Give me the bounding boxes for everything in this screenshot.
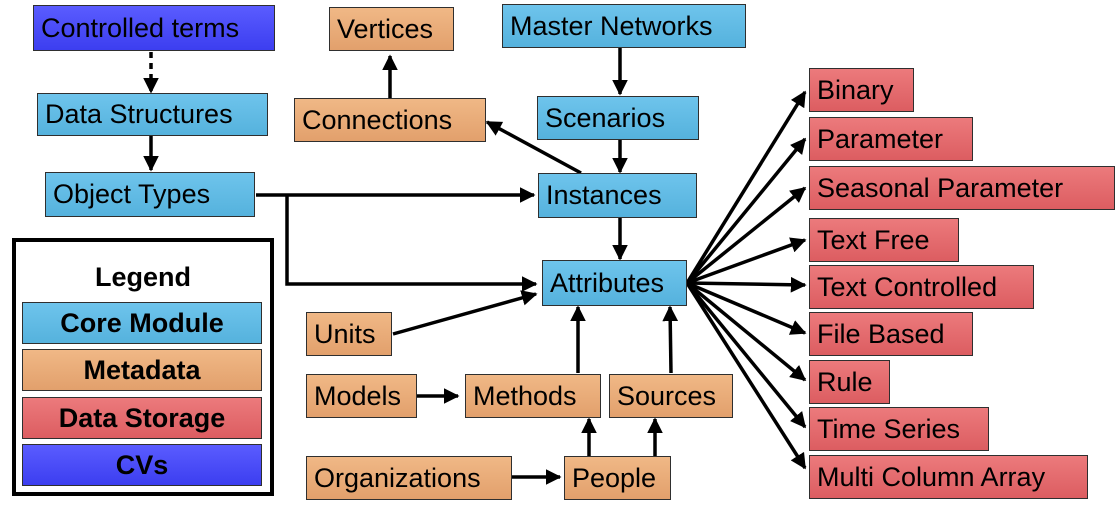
- node-text-controlled: Text Controlled: [809, 265, 1034, 309]
- arrow-attributes-to-multi-column-array: [685, 282, 807, 470]
- node-time-series: Time Series: [809, 407, 989, 451]
- arrow-attributes-to-text-free: [686, 237, 807, 285]
- node-master-networks: Master Networks: [502, 4, 746, 48]
- arrow-units-to-attributes: [392, 290, 538, 336]
- node-scenarios: Scenarios: [537, 96, 699, 140]
- legend-item-data-storage: Data Storage: [22, 397, 262, 439]
- node-parameter: Parameter: [809, 117, 973, 161]
- node-organizations: Organizations: [306, 456, 512, 500]
- node-connections: Connections: [294, 98, 486, 142]
- node-sources: Sources: [609, 374, 733, 418]
- node-multi-column-array: Multi Column Array: [809, 455, 1088, 499]
- arrow-attributes-to-parameter: [685, 137, 807, 285]
- node-controlled-terms: Controlled terms: [33, 5, 275, 51]
- node-models: Models: [306, 374, 417, 418]
- node-rule: Rule: [809, 360, 890, 404]
- node-methods: Methods: [465, 374, 601, 418]
- node-instances: Instances: [538, 173, 697, 218]
- arrow-instances-to-connections: [485, 120, 582, 175]
- node-people: People: [564, 456, 671, 500]
- node-units: Units: [306, 312, 392, 356]
- node-binary: Binary: [809, 68, 914, 112]
- legend-item-metadata: Metadata: [22, 349, 262, 391]
- node-vertices: Vertices: [329, 7, 454, 51]
- arrow-sources-to-attributes: [662, 305, 679, 374]
- legend-title: Legend: [94, 262, 191, 292]
- node-seasonal-parameter: Seasonal Parameter: [809, 166, 1115, 210]
- node-text-free: Text Free: [809, 218, 959, 262]
- legend-box: Legend Core Module Metadata Data Storage…: [12, 238, 274, 496]
- arrow-attributes-to-binary: [685, 90, 807, 284]
- arrow-attributes-to-file-based: [686, 281, 807, 335]
- arrow-attributes-to-time-series: [685, 281, 807, 429]
- legend-item-cvs: CVs: [22, 444, 262, 486]
- node-file-based: File Based: [809, 312, 973, 356]
- arrow-attributes-to-seasonal-parameter: [685, 186, 807, 285]
- node-attributes: Attributes: [542, 260, 687, 306]
- node-data-structures: Data Structures: [37, 93, 268, 136]
- arrow-object-types-to-attributes: [285, 195, 538, 292]
- legend-item-core-module: Core Module: [22, 302, 262, 344]
- arrow-attributes-to-text-controlled: [686, 276, 807, 293]
- arrow-attributes-to-rule: [685, 281, 807, 382]
- node-object-types: Object Types: [45, 172, 255, 217]
